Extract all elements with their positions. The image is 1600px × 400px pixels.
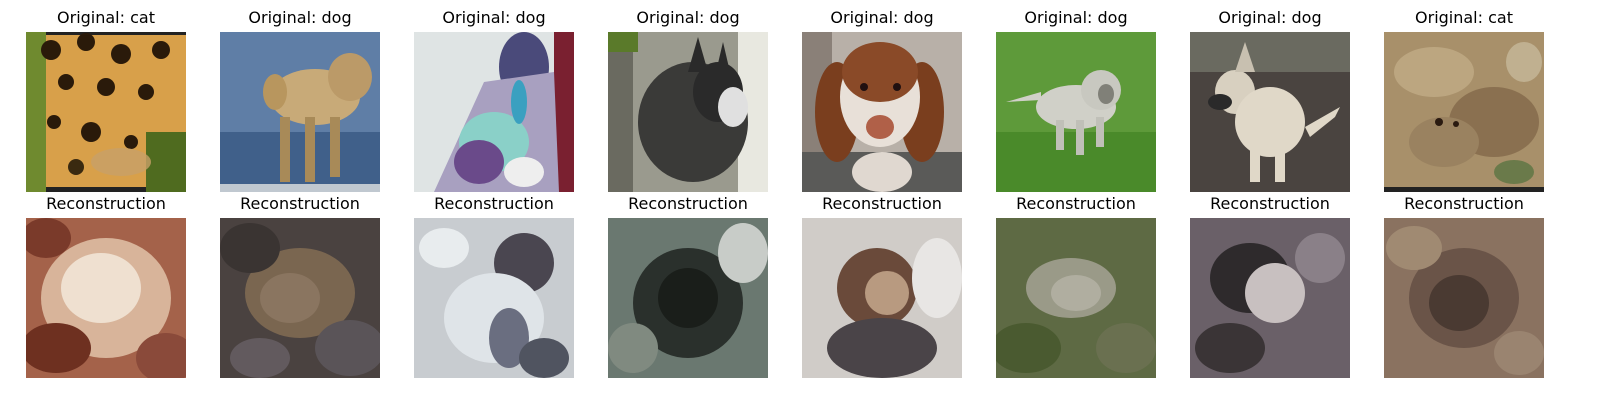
original-title: Original: dog (636, 8, 740, 27)
original-title: Original: dog (830, 8, 934, 27)
reconstruction-title: Reconstruction (434, 194, 554, 213)
reconstruction-image (608, 218, 768, 378)
original-image (26, 32, 186, 192)
reconstruction-title: Reconstruction (822, 194, 942, 213)
reconstruction-image (220, 218, 380, 378)
reconstruction-title: Reconstruction (240, 194, 360, 213)
original-image (220, 32, 380, 192)
reconstruction-image (1384, 218, 1544, 378)
original-image (802, 32, 962, 192)
original-title: Original: dog (1218, 8, 1322, 27)
reconstruction-image (26, 218, 186, 378)
reconstruction-image (996, 218, 1156, 378)
original-image (608, 32, 768, 192)
original-title: Original: dog (1024, 8, 1128, 27)
original-image (414, 32, 574, 192)
original-title: Original: dog (248, 8, 352, 27)
reconstruction-image (802, 218, 962, 378)
original-title: Original: dog (442, 8, 546, 27)
reconstruction-title: Reconstruction (1016, 194, 1136, 213)
reconstruction-image (414, 218, 574, 378)
reconstruction-title: Reconstruction (46, 194, 166, 213)
reconstruction-image (1190, 218, 1350, 378)
original-image (1190, 32, 1350, 192)
reconstruction-title: Reconstruction (1210, 194, 1330, 213)
original-image (996, 32, 1156, 192)
reconstruction-title: Reconstruction (1404, 194, 1524, 213)
original-title: Original: cat (57, 8, 155, 27)
reconstruction-title: Reconstruction (628, 194, 748, 213)
original-title: Original: cat (1415, 8, 1513, 27)
original-image (1384, 32, 1544, 192)
